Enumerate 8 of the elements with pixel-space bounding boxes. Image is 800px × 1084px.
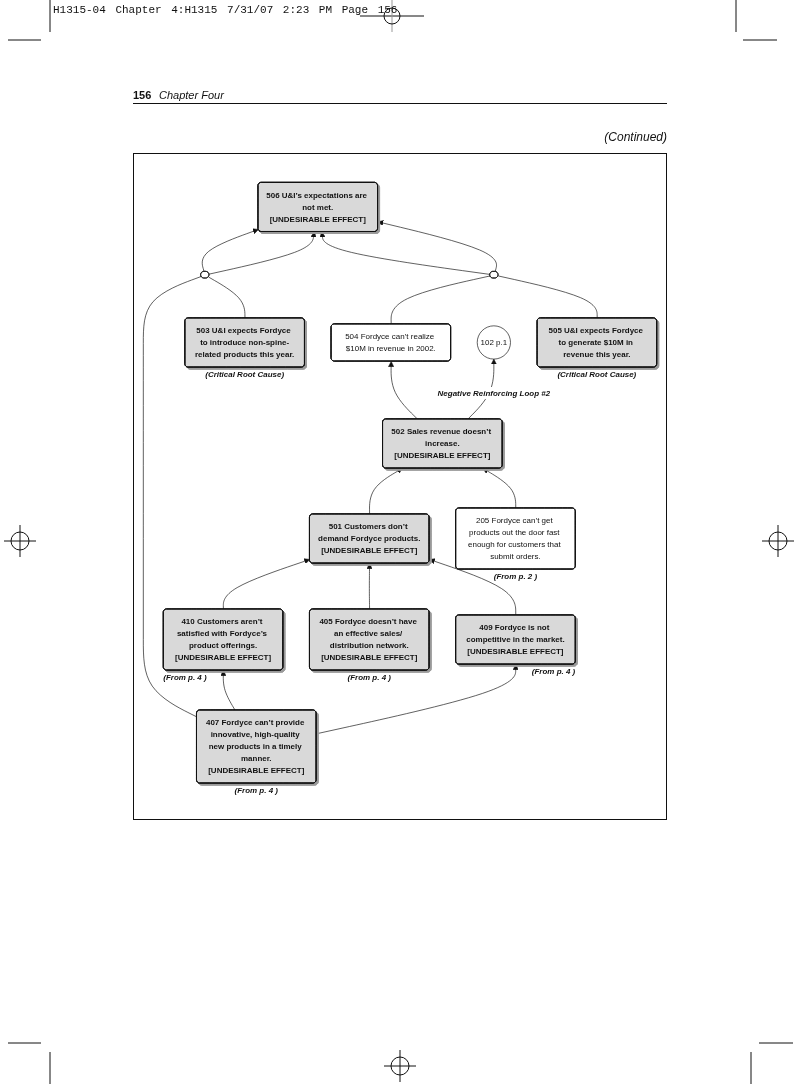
connector (497, 275, 598, 319)
connector (390, 275, 491, 325)
connector (208, 276, 246, 319)
connector (143, 275, 202, 718)
continued-note: (Continued) (604, 131, 667, 145)
node-circle (476, 325, 511, 360)
page-number: 156 (133, 89, 152, 102)
running-header: Chapter Four (159, 89, 224, 102)
